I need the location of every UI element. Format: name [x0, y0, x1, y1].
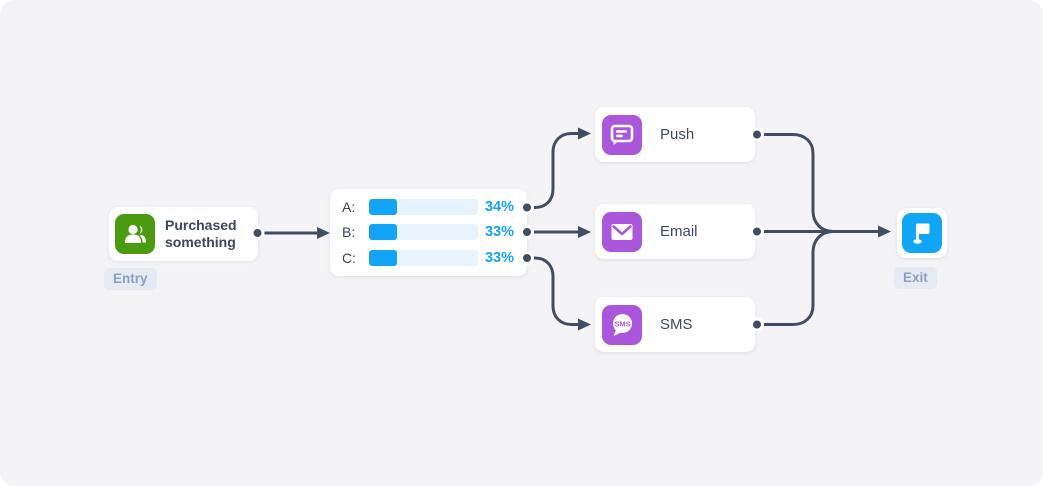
- variant-c-bar-fill: [369, 249, 398, 266]
- sms-node[interactable]: SMS SMS: [595, 297, 755, 352]
- edge-push-to-exit[interactable]: [755, 133, 842, 233]
- variant-c-percent: 33%: [484, 249, 514, 266]
- edge-split-c-to-sms[interactable]: [525, 256, 581, 326]
- email-envelope-icon: [602, 211, 642, 252]
- entry-node[interactable]: Purchased something: [109, 207, 258, 261]
- variant-b-bar-fill: [369, 224, 398, 240]
- variant-b-bar-track: [369, 224, 478, 240]
- entry-node-title: Purchased something: [165, 217, 237, 250]
- arrowhead-into-exit: [878, 225, 891, 238]
- users-icon: [115, 214, 155, 254]
- arrowhead-into-email: [578, 226, 591, 238]
- split-row-c: C: 33%: [342, 249, 514, 266]
- sms-node-label: SMS: [660, 316, 693, 333]
- edge-sms-to-exit[interactable]: [755, 230, 842, 326]
- variant-b-label: B:: [342, 224, 356, 240]
- split-row-b: B: 33%: [342, 224, 514, 241]
- push-chat-icon: [602, 114, 642, 155]
- variant-a-bar-track: [369, 198, 478, 215]
- variant-a-bar-fill: [369, 198, 398, 215]
- arrowhead-into-sms: [578, 318, 591, 331]
- variant-a-percent: 34%: [484, 198, 514, 215]
- exit-node[interactable]: [897, 208, 947, 258]
- entry-tag: Entry: [104, 268, 157, 290]
- svg-text:SMS: SMS: [614, 319, 630, 328]
- edge-split-a-to-push[interactable]: [525, 132, 581, 209]
- variant-c-bar-track: [369, 249, 478, 266]
- arrowhead-into-split: [317, 227, 330, 239]
- variant-b-percent: 33%: [484, 224, 514, 240]
- variant-a-label: A:: [342, 198, 356, 215]
- variant-c-label: C:: [342, 249, 356, 266]
- split-row-a: A: 34%: [342, 198, 514, 215]
- arrowhead-into-push: [578, 127, 591, 140]
- split-node[interactable]: A: 34% B: 33% C: 33%: [330, 189, 527, 276]
- flag-icon: [902, 213, 942, 253]
- push-node-label: Push: [660, 126, 695, 143]
- push-node[interactable]: Push: [595, 107, 755, 162]
- sms-bubble-icon: SMS: [602, 304, 642, 345]
- email-node[interactable]: Email: [595, 204, 755, 259]
- email-node-label: Email: [660, 223, 698, 240]
- exit-tag: Exit: [894, 267, 937, 289]
